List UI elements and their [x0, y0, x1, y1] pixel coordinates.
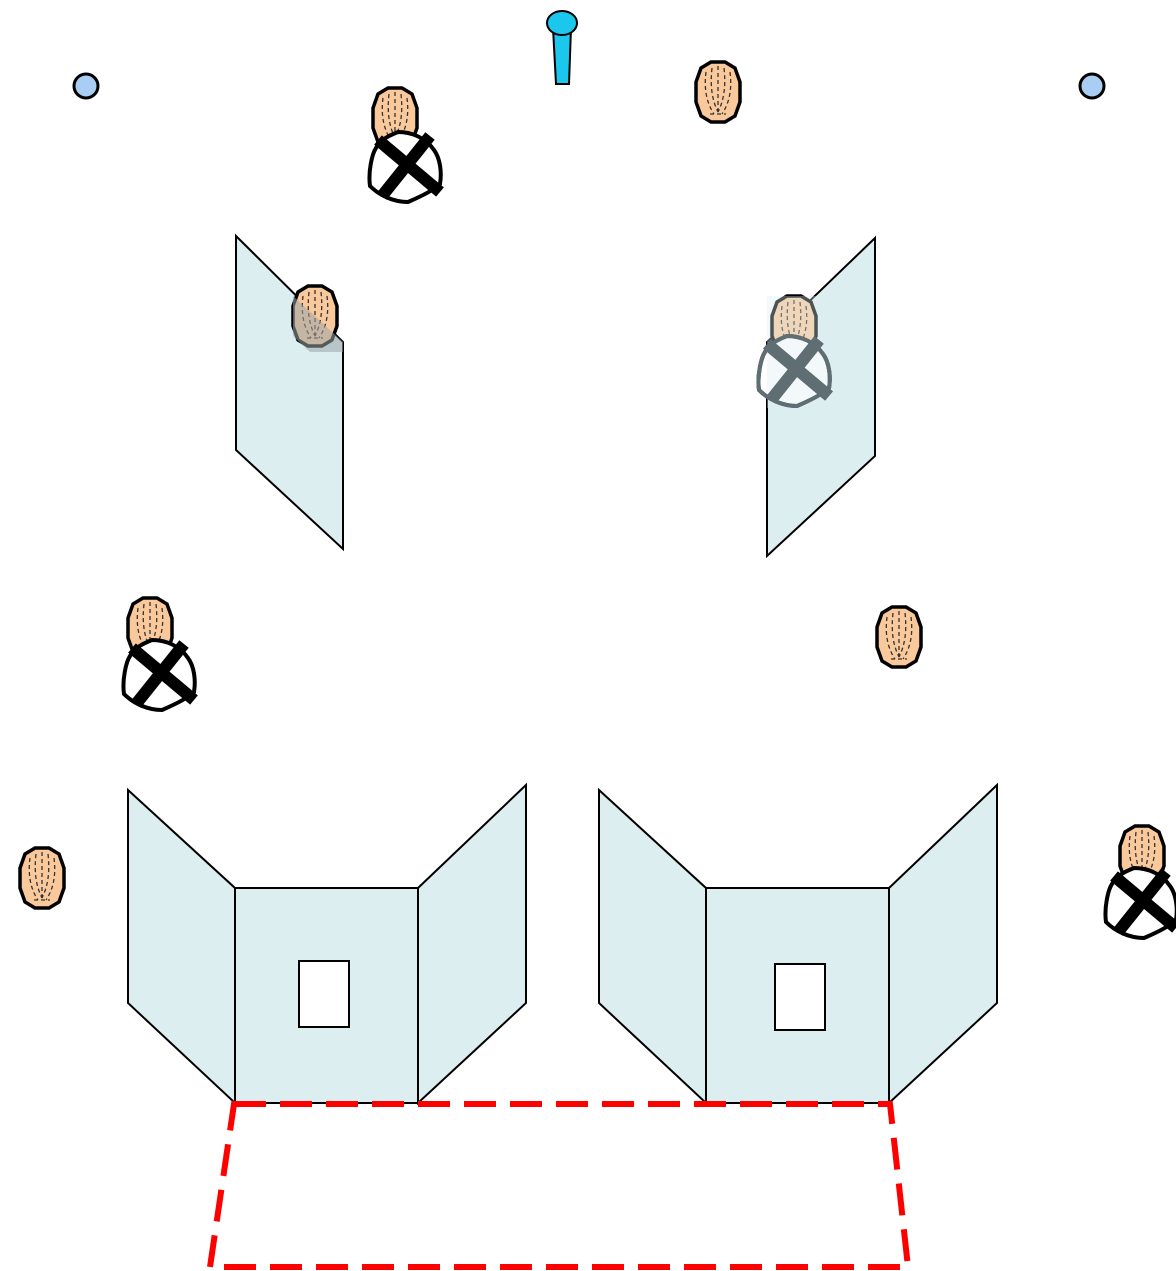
glass-panel-left	[235, 233, 344, 552]
glass-overlay	[293, 296, 343, 352]
booth-window	[298, 960, 350, 1028]
booth-left	[127, 782, 527, 1106]
person-crossed-out-icon	[123, 640, 194, 710]
position-marker-icon	[72, 72, 100, 100]
person-crossed-out-icon	[369, 132, 440, 202]
camera-pin-icon	[546, 10, 578, 85]
person-crossed-out-icon	[1105, 868, 1176, 938]
person-head-icon	[875, 605, 923, 669]
booth-window	[774, 963, 826, 1031]
booth-right	[598, 782, 998, 1106]
dashed-zone-outline	[206, 1101, 912, 1270]
person-head-icon	[18, 846, 66, 910]
position-marker-icon	[1078, 72, 1106, 100]
person-head-icon	[694, 60, 742, 124]
